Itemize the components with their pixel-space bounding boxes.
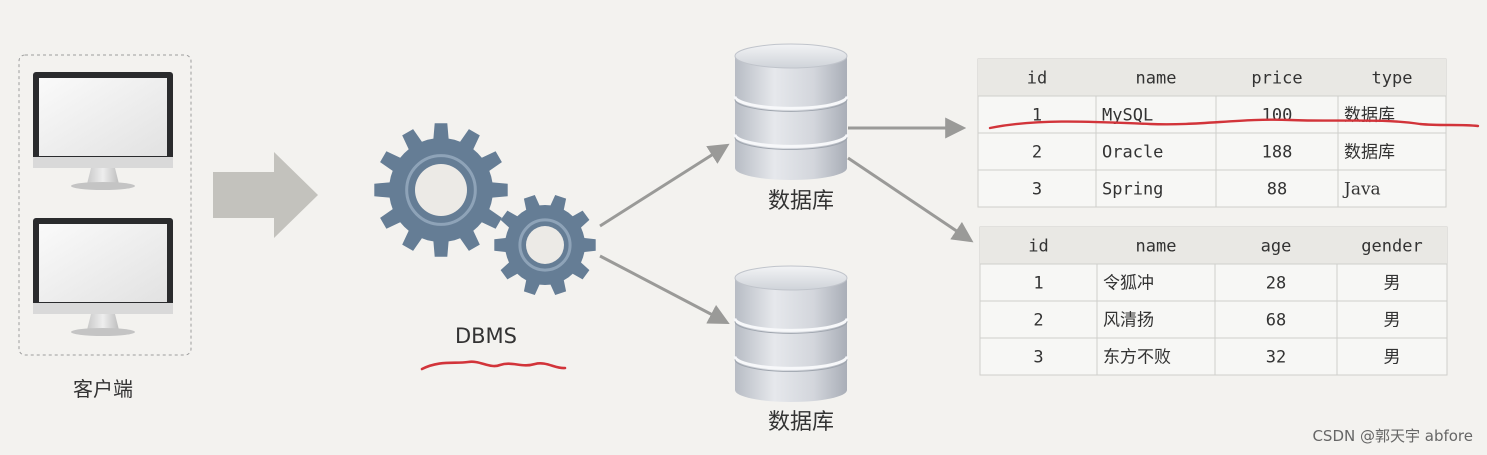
table-header-cell: price [1251, 68, 1302, 88]
products-table: id name price type 1 MySQL 100 数据库 2 Oracle 188 数据库… [977, 58, 1447, 208]
watermark: CSDN @郭天宇 abfore [1312, 427, 1473, 445]
client-group: 客户端 [18, 54, 192, 401]
table-cell: 3 [1032, 179, 1042, 199]
table-cell: 男 [1384, 273, 1401, 293]
table-cell: 2 [1033, 310, 1043, 330]
dbms-label: DBMS [455, 324, 517, 348]
monitor-icon [33, 218, 173, 336]
client-dashed-box [18, 54, 192, 356]
arrow-db-to-table2 [847, 156, 974, 243]
row-red-underline [988, 118, 1480, 130]
table-cell: Java [1342, 179, 1381, 199]
client-label: 客户端 [73, 377, 133, 401]
table-header-cell: gender [1361, 236, 1422, 256]
database-label: 数据库 [768, 189, 834, 214]
table-header-cell: name [1136, 236, 1177, 256]
table-cell: 1 [1033, 273, 1043, 293]
table-cell: 男 [1384, 310, 1401, 330]
dbms-group: DBMS [374, 123, 596, 371]
database-icon [733, 265, 849, 402]
gear-icon [494, 195, 596, 295]
table-header-cell: age [1261, 236, 1292, 256]
table-cell: 68 [1266, 310, 1286, 330]
table-header-cell: name [1136, 68, 1177, 88]
table-cell: 数据库 [1344, 105, 1395, 125]
table-cell: 28 [1266, 273, 1286, 293]
people-table: id name age gender 1 令狐冲 28 男 2 风清扬 68 男 3 东方不败 32 男 [979, 226, 1448, 376]
table-header-cell: type [1372, 68, 1413, 88]
table-cell: 1 [1032, 105, 1042, 125]
arrow-dbms-to-db2 [599, 254, 730, 324]
dbms-red-underline [420, 360, 567, 371]
table-header-cell: id [1027, 68, 1047, 88]
table-cell: Spring [1102, 179, 1163, 199]
table-cell: 数据库 [1344, 142, 1395, 162]
table-cell: 风清扬 [1103, 310, 1154, 330]
arrow-dbms-to-db1 [599, 143, 730, 228]
table-cell: 188 [1262, 142, 1293, 162]
table-cell: 2 [1032, 142, 1042, 162]
table-cell: 男 [1384, 347, 1401, 367]
table-cell: 3 [1033, 347, 1043, 367]
table-header-cell: id [1028, 236, 1048, 256]
big-arrow-icon [213, 152, 318, 238]
database-label: 数据库 [768, 410, 834, 435]
table-cell: 88 [1267, 179, 1287, 199]
monitor-icon [33, 72, 173, 190]
table-cell: 令狐冲 [1103, 273, 1154, 293]
gear-icon [374, 123, 508, 257]
table-cell: MySQL [1102, 105, 1153, 125]
table-cell: 100 [1262, 105, 1293, 125]
table-cell: 东方不败 [1103, 347, 1171, 367]
database-icon [733, 43, 849, 180]
table-cell: 32 [1266, 347, 1286, 367]
table-cell: Oracle [1102, 142, 1163, 162]
